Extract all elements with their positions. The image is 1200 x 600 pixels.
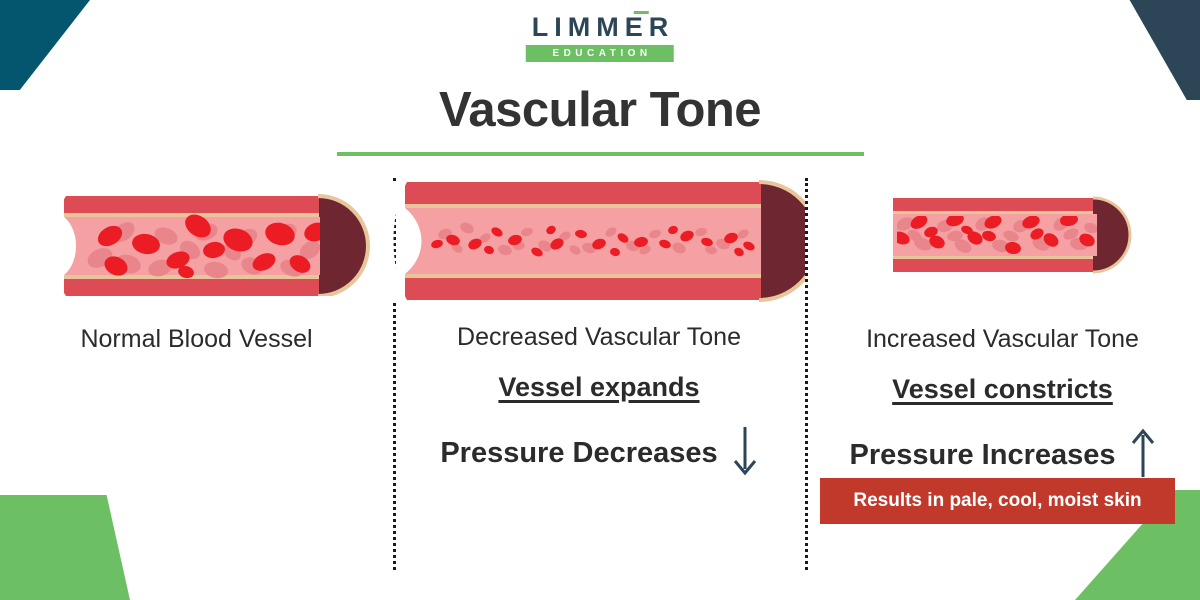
corner-decoration-bottom-left <box>0 495 130 600</box>
dilated-blood-vessel-illustration <box>393 176 820 311</box>
up-arrow-icon <box>1130 427 1156 484</box>
pressure-increases-text: Pressure Increases <box>849 439 1116 471</box>
caption-normal-vessel: Normal Blood Vessel <box>80 325 313 353</box>
constricted-blood-vessel-illustration <box>805 176 1200 301</box>
caption-decreased-tone: Decreased Vascular Tone <box>457 323 741 351</box>
pressure-decreases-text: Pressure Decreases <box>440 437 718 469</box>
corner-decoration-top-left <box>0 0 90 90</box>
emphasis-vessel-constricts: Vessel constricts <box>892 374 1113 404</box>
column-decreased-tone: Decreased Vascular Tone Vessel expands P… <box>393 176 820 482</box>
logo-accent-bar-icon <box>634 11 650 14</box>
down-arrow-icon <box>732 425 758 482</box>
emphasis-vessel-expands: Vessel expands <box>498 372 700 402</box>
brand-tagline: EDUCATION <box>525 45 675 62</box>
column-normal-vessel: Normal Blood Vessel <box>0 176 393 354</box>
result-banner-text: Results in pale, cool, moist skin <box>853 490 1142 511</box>
caption-increased-tone: Increased Vascular Tone <box>866 325 1139 353</box>
result-banner: Results in pale, cool, moist skin <box>820 478 1175 524</box>
column-divider-left <box>393 178 396 570</box>
column-increased-tone: Increased Vascular Tone Vessel constrict… <box>805 176 1200 484</box>
brand-logo: LIMMER EDUCATION <box>525 11 675 62</box>
title-underline-rule <box>337 152 864 156</box>
normal-blood-vessel-illustration <box>0 176 393 301</box>
column-divider-right <box>805 178 808 570</box>
brand-name: LIMMER <box>531 12 675 42</box>
page-title: Vascular Tone <box>438 83 762 137</box>
